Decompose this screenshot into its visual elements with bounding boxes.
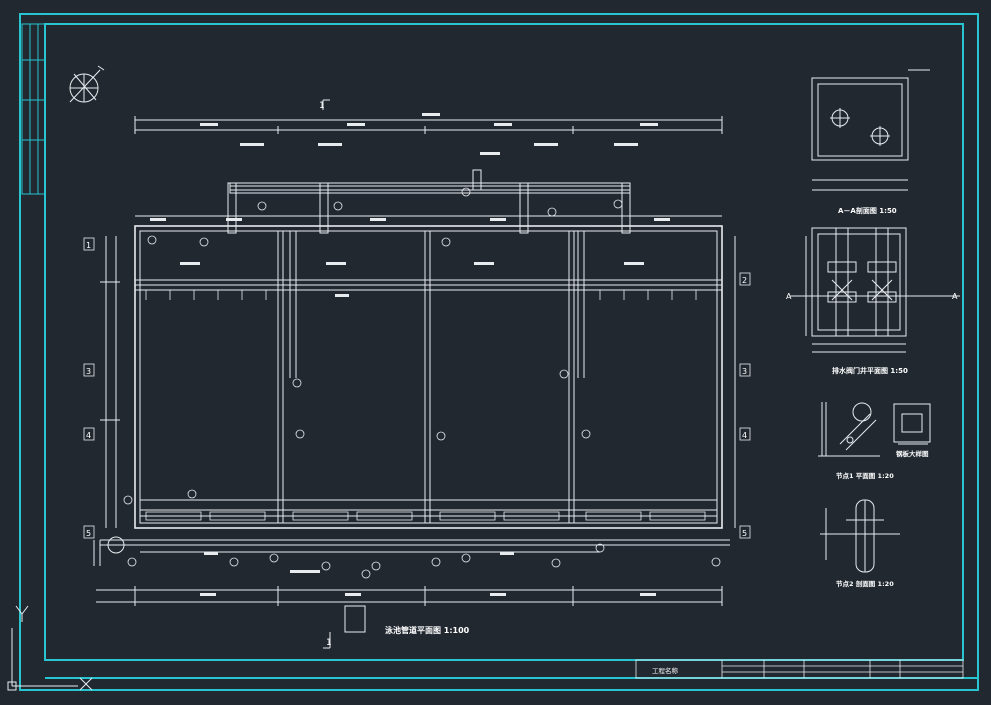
section-mark-a-right: A [952, 292, 958, 301]
right-row-mark-3: 3 [742, 367, 747, 376]
pipe-fitting-markers [123, 187, 721, 579]
left-binding-strip [21, 23, 46, 195]
title-block-label: 工程名称 [652, 666, 679, 675]
inner-frame [44, 23, 964, 661]
grid-row-markers-right: 2 3 4 5 [739, 272, 751, 539]
row-mark-5: 5 [86, 529, 91, 538]
node1-detail [818, 402, 931, 457]
valve-pit-plan-title: 排水阀门井平面图 1:50 [832, 366, 908, 375]
section-cut-mark-top: 1 [319, 101, 325, 111]
section-mark-a-left: A [786, 292, 792, 301]
row-mark-3: 3 [86, 367, 91, 376]
row-mark-1: 1 [86, 241, 91, 250]
node1-detail-title: 钢板大样图 [896, 449, 929, 458]
right-row-mark-2: 2 [742, 276, 747, 285]
outer-frame [19, 13, 979, 691]
valve-pit-section [811, 69, 930, 191]
row-mark-4: 4 [86, 431, 91, 440]
ucs-axis-icon [11, 605, 93, 691]
ucs-origin-box [7, 681, 17, 691]
node1-title: 节点1 平面图 1:20 [836, 471, 894, 480]
section-aa-title: A－A剖面图 1:50 [838, 206, 897, 215]
section-cut-mark-bottom: 1 [326, 638, 332, 648]
right-row-mark-4: 4 [742, 431, 747, 440]
valve-pit-plan [790, 227, 960, 353]
node2-detail [820, 499, 900, 573]
grid-row-markers-left: 1 3 4 5 [83, 237, 95, 539]
main-plan [93, 99, 736, 649]
title-block [635, 659, 964, 679]
gutter-grates [145, 290, 706, 521]
north-arrow-icon [69, 65, 105, 103]
node2-title: 节点2 剖面图 1:20 [836, 579, 894, 588]
right-row-mark-5: 5 [742, 529, 747, 538]
main-plan-title: 泳池管道平面图 1:100 [385, 625, 470, 635]
annotation-ticks [150, 113, 670, 596]
